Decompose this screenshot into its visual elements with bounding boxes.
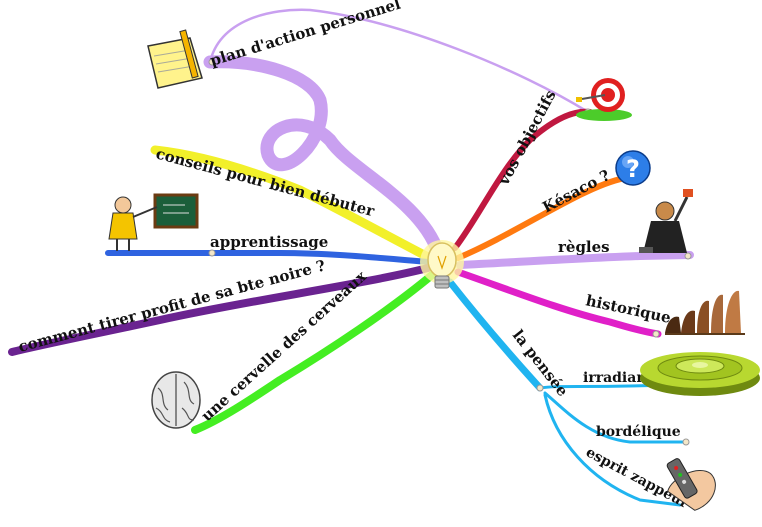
node-dots: [208, 58, 692, 446]
lightbulb-icon: [420, 240, 464, 289]
branches: [8, 8, 694, 507]
branch-plan-connector: [208, 8, 589, 114]
branch-label-kesaco: Késaco ?: [539, 166, 613, 217]
branch-label-objectifs: vos objectifs: [494, 87, 559, 189]
notepad-pencil-icon: [147, 29, 203, 89]
branch-irradiante[interactable]: [538, 383, 670, 390]
branch-label-bordelique: bordélique: [596, 424, 681, 440]
target-icon: [576, 78, 632, 121]
human-evolution-icon: [665, 290, 745, 335]
brain-icon: [151, 371, 201, 429]
branch-comment[interactable]: [8, 264, 432, 356]
branch-label-regles: règles: [558, 238, 610, 256]
branch-apprentissage[interactable]: [105, 250, 431, 265]
branch-kesaco[interactable]: [455, 175, 628, 261]
branch-bordelique[interactable]: [543, 391, 687, 444]
branch-label-apprentissage: apprentissage: [210, 233, 328, 251]
branch-objectifs[interactable]: [452, 108, 593, 251]
branch-zappeur[interactable]: [543, 393, 682, 507]
svg-text:?: ?: [626, 155, 640, 183]
branch-historique[interactable]: [454, 268, 662, 338]
branch-conseils[interactable]: [150, 145, 435, 263]
green-disc-icon: [640, 352, 760, 396]
teacher-blackboard-icon: [108, 193, 199, 251]
branch-pensee[interactable]: [446, 278, 544, 392]
branch-plan[interactable]: [203, 55, 445, 259]
judge-icon: [639, 189, 693, 253]
remote-control-icon: [666, 458, 716, 511]
branch-regles[interactable]: [456, 251, 694, 269]
question-mark-icon: ?: [615, 150, 651, 186]
branch-cervelle[interactable]: [191, 271, 436, 434]
